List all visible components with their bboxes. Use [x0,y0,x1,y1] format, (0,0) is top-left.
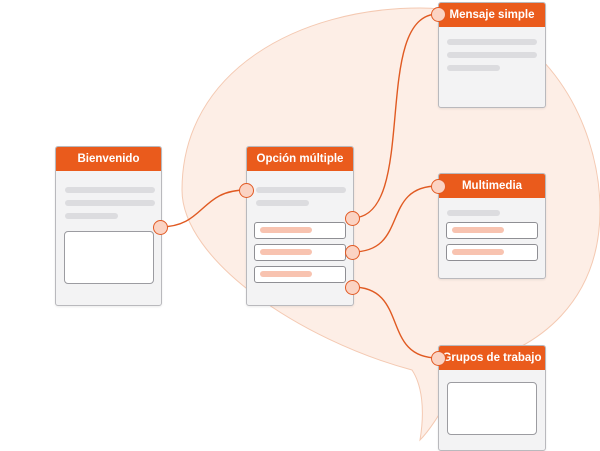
option-row[interactable] [254,244,346,261]
connector-welcome-to-multiple-choice [159,189,247,228]
text-placeholder [447,210,500,216]
connector-option-2-to-multimedia [351,185,439,253]
content-box [447,382,537,435]
node-work-groups[interactable]: Grupos de trabajo [438,345,546,451]
text-placeholder [65,187,155,193]
node-simple-message[interactable]: Mensaje simple [438,2,546,108]
text-placeholder [65,213,118,219]
output-port[interactable] [345,280,360,295]
text-placeholder [256,200,309,206]
text-placeholder [447,52,537,58]
input-port[interactable] [431,179,446,194]
node-multiple-choice[interactable]: Opción múltiple [246,146,354,306]
content-box [64,231,154,284]
node-title: Grupos de trabajo [439,346,545,370]
text-placeholder [447,39,537,45]
node-multimedia[interactable]: Multimedia [438,173,546,279]
option-row[interactable] [446,244,538,261]
output-port[interactable] [345,211,360,226]
node-welcome[interactable]: Bienvenido [55,146,162,306]
node-title: Mensaje simple [439,3,545,27]
option-row[interactable] [254,266,346,283]
node-title: Multimedia [439,174,545,198]
option-row[interactable] [254,222,346,239]
connector-option-3-to-work-groups [351,286,439,359]
connector-option-1-to-simple-message [351,13,439,219]
output-port[interactable] [345,245,360,260]
node-title: Opción múltiple [247,147,353,171]
connectors [159,13,439,359]
text-placeholder [256,187,346,193]
node-title: Bienvenido [56,147,161,171]
input-port[interactable] [431,351,446,366]
speech-bubble-background [181,7,600,442]
input-port[interactable] [239,183,254,198]
option-row[interactable] [446,222,538,239]
text-placeholder [65,200,155,206]
text-placeholder [447,65,500,71]
output-port[interactable] [153,220,168,235]
input-port[interactable] [431,7,446,22]
